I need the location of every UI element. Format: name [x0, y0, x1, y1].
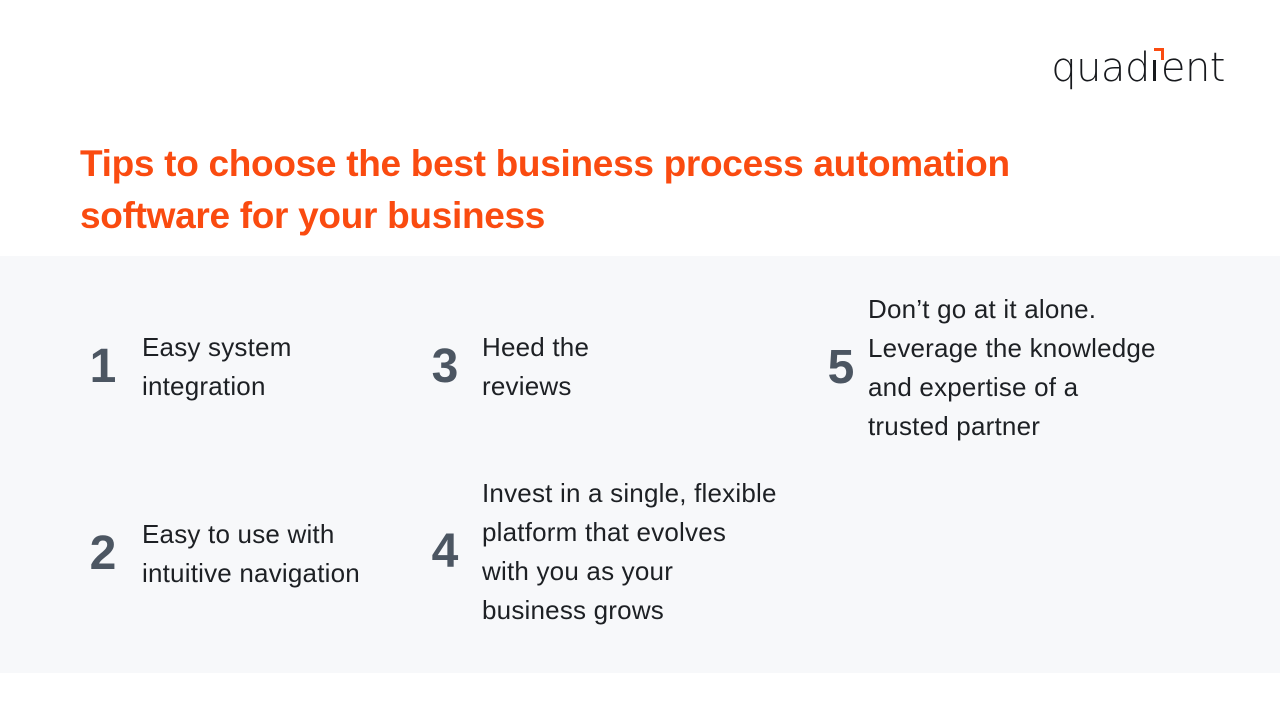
tip-item-2: 2 Easy to use with intuitive navigation [80, 515, 360, 593]
tips-section-background [0, 256, 1280, 673]
tip-item-1: 1 Easy system integration [80, 328, 292, 406]
tip-item-4: 4 Invest in a single, flexible platform … [422, 474, 777, 630]
tip-text-4: Invest in a single, flexible platform th… [482, 478, 777, 625]
logo-letter-i [1152, 48, 1164, 81]
tip-text-2: Easy to use with intuitive navigation [142, 519, 360, 588]
tip-number-5: 5 [827, 341, 855, 394]
tip-number-2: 2 [89, 527, 117, 580]
tip-number-4: 4 [431, 525, 459, 578]
page-title: Tips to choose the best business process… [80, 143, 1010, 236]
tip-text-1: Easy system integration [142, 332, 292, 401]
logo-text-right: ent [1160, 45, 1226, 91]
tip-text-5: Don’t go at it alone. Leverage the knowl… [868, 294, 1156, 441]
tip-number-3: 3 [431, 340, 459, 393]
logo-i-stem [1152, 60, 1157, 81]
tip-text-3: Heed the reviews [482, 332, 590, 401]
tip-item-3: 3 Heed the reviews [422, 328, 589, 406]
tip-number-1: 1 [89, 340, 117, 393]
logo-corner-bracket-icon [1153, 48, 1164, 60]
logo-text-left: quad [1051, 45, 1150, 91]
tip-item-5: 5 Don’t go at it alone. Leverage the kno… [818, 290, 1156, 446]
